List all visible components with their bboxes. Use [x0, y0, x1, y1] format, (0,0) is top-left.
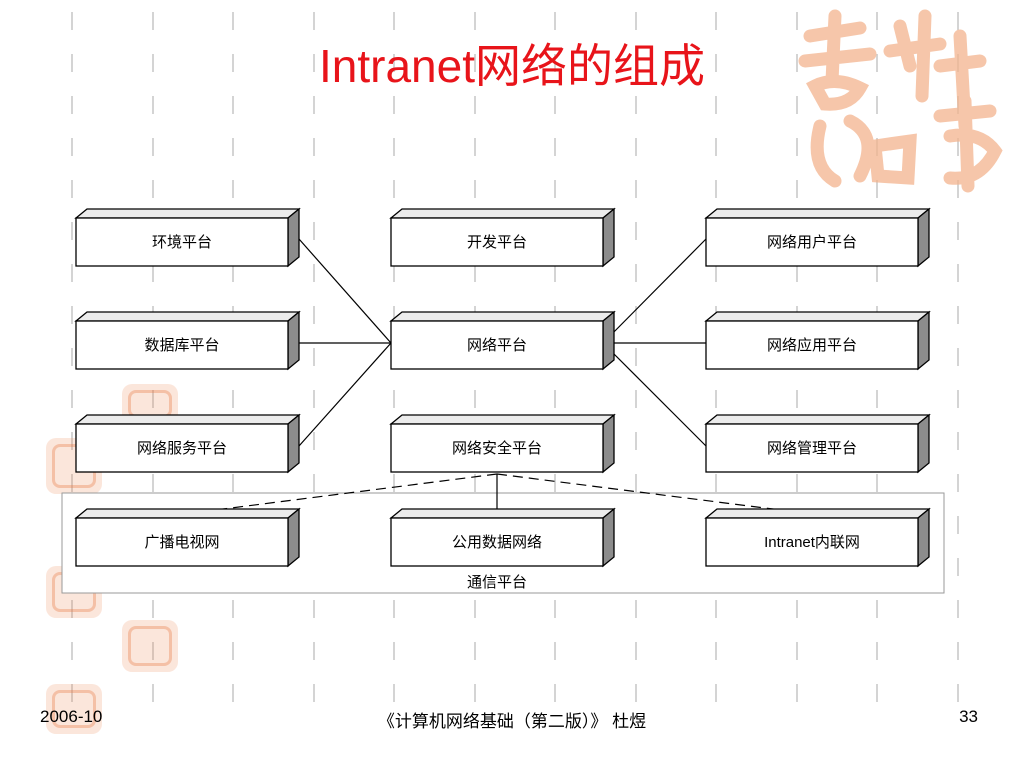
box-public-data-network: 公用数据网络 — [389, 507, 616, 568]
box-label: 广播电视网 — [144, 534, 219, 551]
box-label: 网络用户平台 — [767, 234, 857, 251]
connector-line — [602, 238, 707, 344]
connector-line — [298, 342, 392, 447]
box-label: 网络平台 — [467, 337, 527, 354]
box-label: 网络应用平台 — [767, 336, 857, 354]
page-number: 33 — [959, 707, 978, 726]
box-label: 网络管理平台 — [767, 440, 857, 457]
box-network-service-platform: 网络服务平台 — [74, 413, 301, 474]
seal-decoration — [122, 620, 178, 672]
box-label: Intranet内联网 — [764, 534, 860, 551]
box-label: 环境平台 — [152, 233, 212, 251]
box-network-security-platform: 网络安全平台 — [389, 413, 616, 474]
footer-book-title: 《计算机网络基础（第二版）》 杜煜 — [377, 712, 647, 731]
footer-date: 2006-10 — [40, 707, 103, 726]
box-label: 数据库平台 — [144, 337, 219, 354]
communication-platform-label: 通信平台 — [467, 574, 527, 591]
box-network-platform: 网络平台 — [389, 310, 616, 371]
box-broadcast-tv-network: 广播电视网 — [74, 507, 301, 568]
slide-title: Intranet网络的组成 — [319, 40, 705, 92]
box-intranet: Intranet内联网 — [704, 507, 931, 568]
box-network-management-platform: 网络管理平台 — [704, 413, 931, 474]
connector-line — [602, 342, 707, 447]
seal-decoration — [46, 684, 102, 734]
box-label: 网络服务平台 — [137, 440, 227, 457]
box-label: 公用数据网络 — [452, 534, 542, 551]
box-network-application-platform: 网络应用平台 — [704, 310, 931, 371]
box-label: 开发平台 — [467, 234, 527, 251]
connector-line — [298, 238, 392, 344]
box-label: 网络安全平台 — [452, 439, 542, 457]
box-network-user-platform: 网络用户平台 — [704, 207, 931, 268]
box-environment-platform: 环境平台 — [74, 207, 301, 268]
box-database-platform: 数据库平台 — [74, 310, 301, 371]
calligraphy-decoration — [790, 6, 1016, 196]
dashed-connector — [183, 473, 498, 515]
box-development-platform: 开发平台 — [389, 207, 616, 268]
dashed-connector — [496, 473, 813, 515]
